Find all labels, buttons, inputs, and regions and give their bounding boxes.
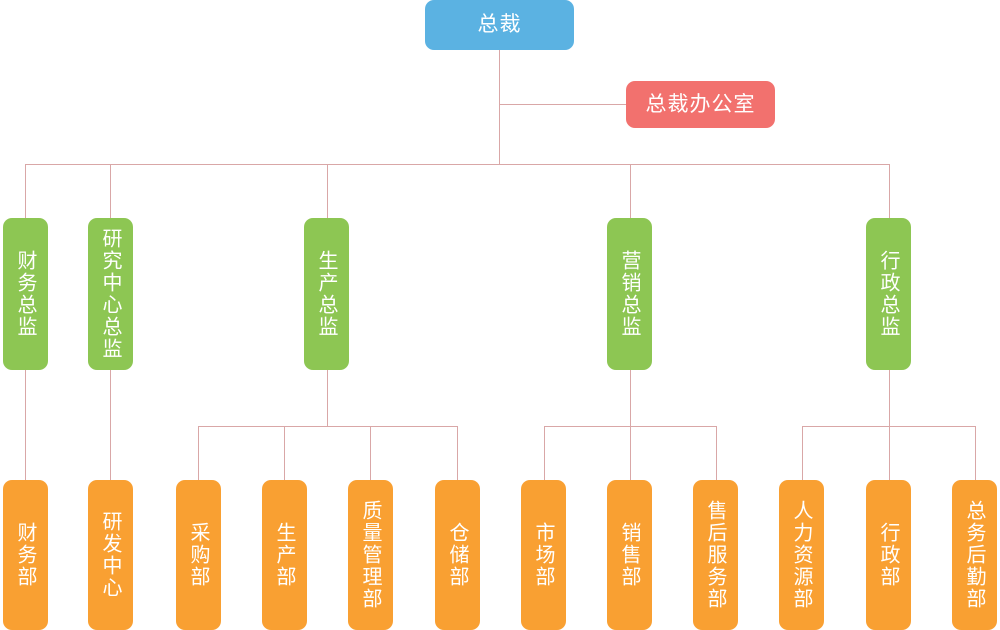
node-purchasing-dept[interactable]: 采购部 <box>176 480 221 630</box>
connector-marketing-stem <box>630 370 631 426</box>
connector-production-stem <box>327 370 328 426</box>
node-market-dept-label: 市场部 <box>532 522 556 588</box>
node-president[interactable]: 总裁 <box>425 0 574 50</box>
node-quality-dept[interactable]: 质量管理部 <box>348 480 393 630</box>
node-president-office[interactable]: 总裁办公室 <box>626 81 775 128</box>
node-aftersales-dept[interactable]: 售后服务部 <box>693 480 738 630</box>
node-sales-dept-label: 销售部 <box>618 522 642 588</box>
connector-drop-administration <box>889 426 890 480</box>
node-production-director[interactable]: 生产总监 <box>304 218 349 370</box>
connector-drop-sales <box>630 426 631 480</box>
node-sales-dept[interactable]: 销售部 <box>607 480 652 630</box>
node-rd-center-label: 研发中心 <box>99 511 123 599</box>
connector-finance-to-dept <box>25 370 26 480</box>
connector-drop-admin-director <box>889 164 890 218</box>
node-marketing-director[interactable]: 营销总监 <box>607 218 652 370</box>
connector-drop-marketing-director <box>630 164 631 218</box>
node-admin-director-label: 行政总监 <box>877 250 901 338</box>
connector-drop-hr <box>802 426 803 480</box>
connector-office-branch <box>499 104 626 105</box>
node-purchasing-dept-label: 采购部 <box>187 522 211 588</box>
connector-director-bus <box>25 164 889 165</box>
connector-drop-market <box>544 426 545 480</box>
connector-root-stem <box>499 50 500 164</box>
node-research-director[interactable]: 研究中心总监 <box>88 218 133 370</box>
node-quality-dept-label: 质量管理部 <box>359 500 383 610</box>
node-finance-director[interactable]: 财务总监 <box>3 218 48 370</box>
connector-drop-research-director <box>110 164 111 218</box>
node-admin-director[interactable]: 行政总监 <box>866 218 911 370</box>
node-general-affairs-dept-label: 总务后勤部 <box>963 500 987 610</box>
node-hr-dept[interactable]: 人力资源部 <box>779 480 824 630</box>
connector-drop-manufacturing <box>284 426 285 480</box>
node-administration-dept-label: 行政部 <box>877 522 901 588</box>
connector-drop-purchasing <box>198 426 199 480</box>
node-manufacturing-dept[interactable]: 生产部 <box>262 480 307 630</box>
node-general-affairs-dept[interactable]: 总务后勤部 <box>952 480 997 630</box>
node-finance-director-label: 财务总监 <box>14 250 38 338</box>
node-marketing-director-label: 营销总监 <box>618 250 642 338</box>
connector-drop-quality <box>370 426 371 480</box>
node-president-office-label: 总裁办公室 <box>645 91 756 116</box>
node-production-director-label: 生产总监 <box>315 250 339 338</box>
connector-drop-warehouse <box>457 426 458 480</box>
node-finance-dept-label: 财务部 <box>14 522 38 588</box>
node-market-dept[interactable]: 市场部 <box>521 480 566 630</box>
node-manufacturing-dept-label: 生产部 <box>273 522 297 588</box>
connector-drop-general-affairs <box>975 426 976 480</box>
connector-drop-finance-director <box>25 164 26 218</box>
node-hr-dept-label: 人力资源部 <box>790 500 814 610</box>
connector-research-to-dept <box>110 370 111 480</box>
node-president-label: 总裁 <box>477 12 522 37</box>
node-finance-dept[interactable]: 财务部 <box>3 480 48 630</box>
node-research-director-label: 研究中心总监 <box>99 228 123 360</box>
node-aftersales-dept-label: 售后服务部 <box>704 500 728 610</box>
connector-admin-stem <box>889 370 890 426</box>
connector-drop-aftersales <box>716 426 717 480</box>
connector-production-bus <box>198 426 458 427</box>
node-administration-dept[interactable]: 行政部 <box>866 480 911 630</box>
node-warehouse-dept[interactable]: 仓储部 <box>435 480 480 630</box>
connector-drop-production-director <box>327 164 328 218</box>
node-warehouse-dept-label: 仓储部 <box>446 522 470 588</box>
connector-admin-bus <box>802 426 975 427</box>
node-rd-center[interactable]: 研发中心 <box>88 480 133 630</box>
